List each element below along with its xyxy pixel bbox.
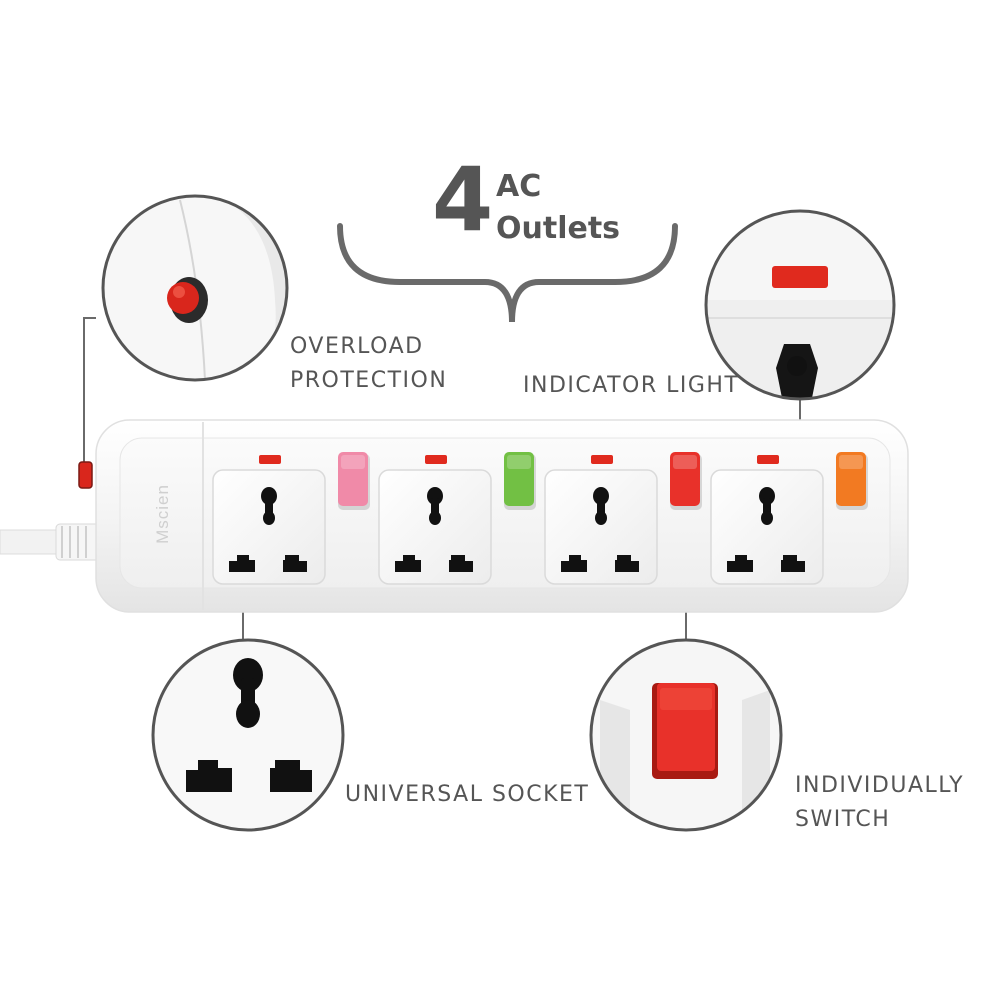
socket-hole-left: [727, 555, 753, 572]
indicator-light: [425, 455, 447, 464]
socket-hole-left: [561, 555, 587, 572]
socket-label: UNIVERSAL SOCKET: [345, 782, 590, 807]
brand-label: Mscien: [153, 484, 172, 544]
title-line-1: AC: [496, 169, 542, 204]
outlet-2: [378, 452, 536, 585]
outlet-count: 4: [432, 148, 494, 251]
switch-callout: [589, 638, 783, 832]
switch-label-line-1: INDIVIDUALLY: [795, 773, 965, 798]
outlet-switch-3[interactable]: [670, 452, 700, 506]
outlet-switch-2[interactable]: [504, 452, 534, 506]
overload-button: [167, 282, 199, 314]
socket-hole-right: [449, 555, 473, 572]
socket-hole-right: [283, 555, 307, 572]
socket-hole-right: [781, 555, 805, 572]
socket-hole-right: [615, 555, 639, 572]
overload-connector: [83, 317, 96, 462]
outlet-3: [544, 452, 702, 585]
outlet-1: [212, 452, 370, 585]
indicator-label: INDICATOR LIGHT: [523, 373, 740, 398]
switch-label-line-2: SWITCH: [795, 807, 891, 832]
outlet-4: [710, 452, 868, 585]
socket-callout: [151, 638, 345, 832]
socket-hole-left: [395, 555, 421, 572]
outlets-brace: [337, 223, 678, 323]
power-cord: [0, 523, 101, 561]
indicator-light: [591, 455, 613, 464]
indicator-light: [259, 455, 281, 464]
outlet-switch-4[interactable]: [836, 452, 866, 506]
indicator-light: [757, 455, 779, 464]
outlet-switch-1[interactable]: [338, 452, 368, 506]
overload-side-button: [78, 461, 93, 489]
overload-label-line-1: OVERLOAD: [290, 334, 424, 359]
overload-label-line-2: PROTECTION: [290, 368, 448, 393]
outlet-row: [212, 452, 868, 585]
overload-callout: [101, 194, 289, 382]
socket-hole-left: [229, 555, 255, 572]
overload-label: OVERLOAD PROTECTION: [290, 330, 447, 398]
switch-label: INDIVIDUALLY SWITCH: [795, 769, 964, 837]
title-text: AC Outlets: [496, 166, 620, 250]
title-line-2: Outlets: [496, 211, 621, 246]
indicator-light-zoom: [772, 266, 828, 288]
